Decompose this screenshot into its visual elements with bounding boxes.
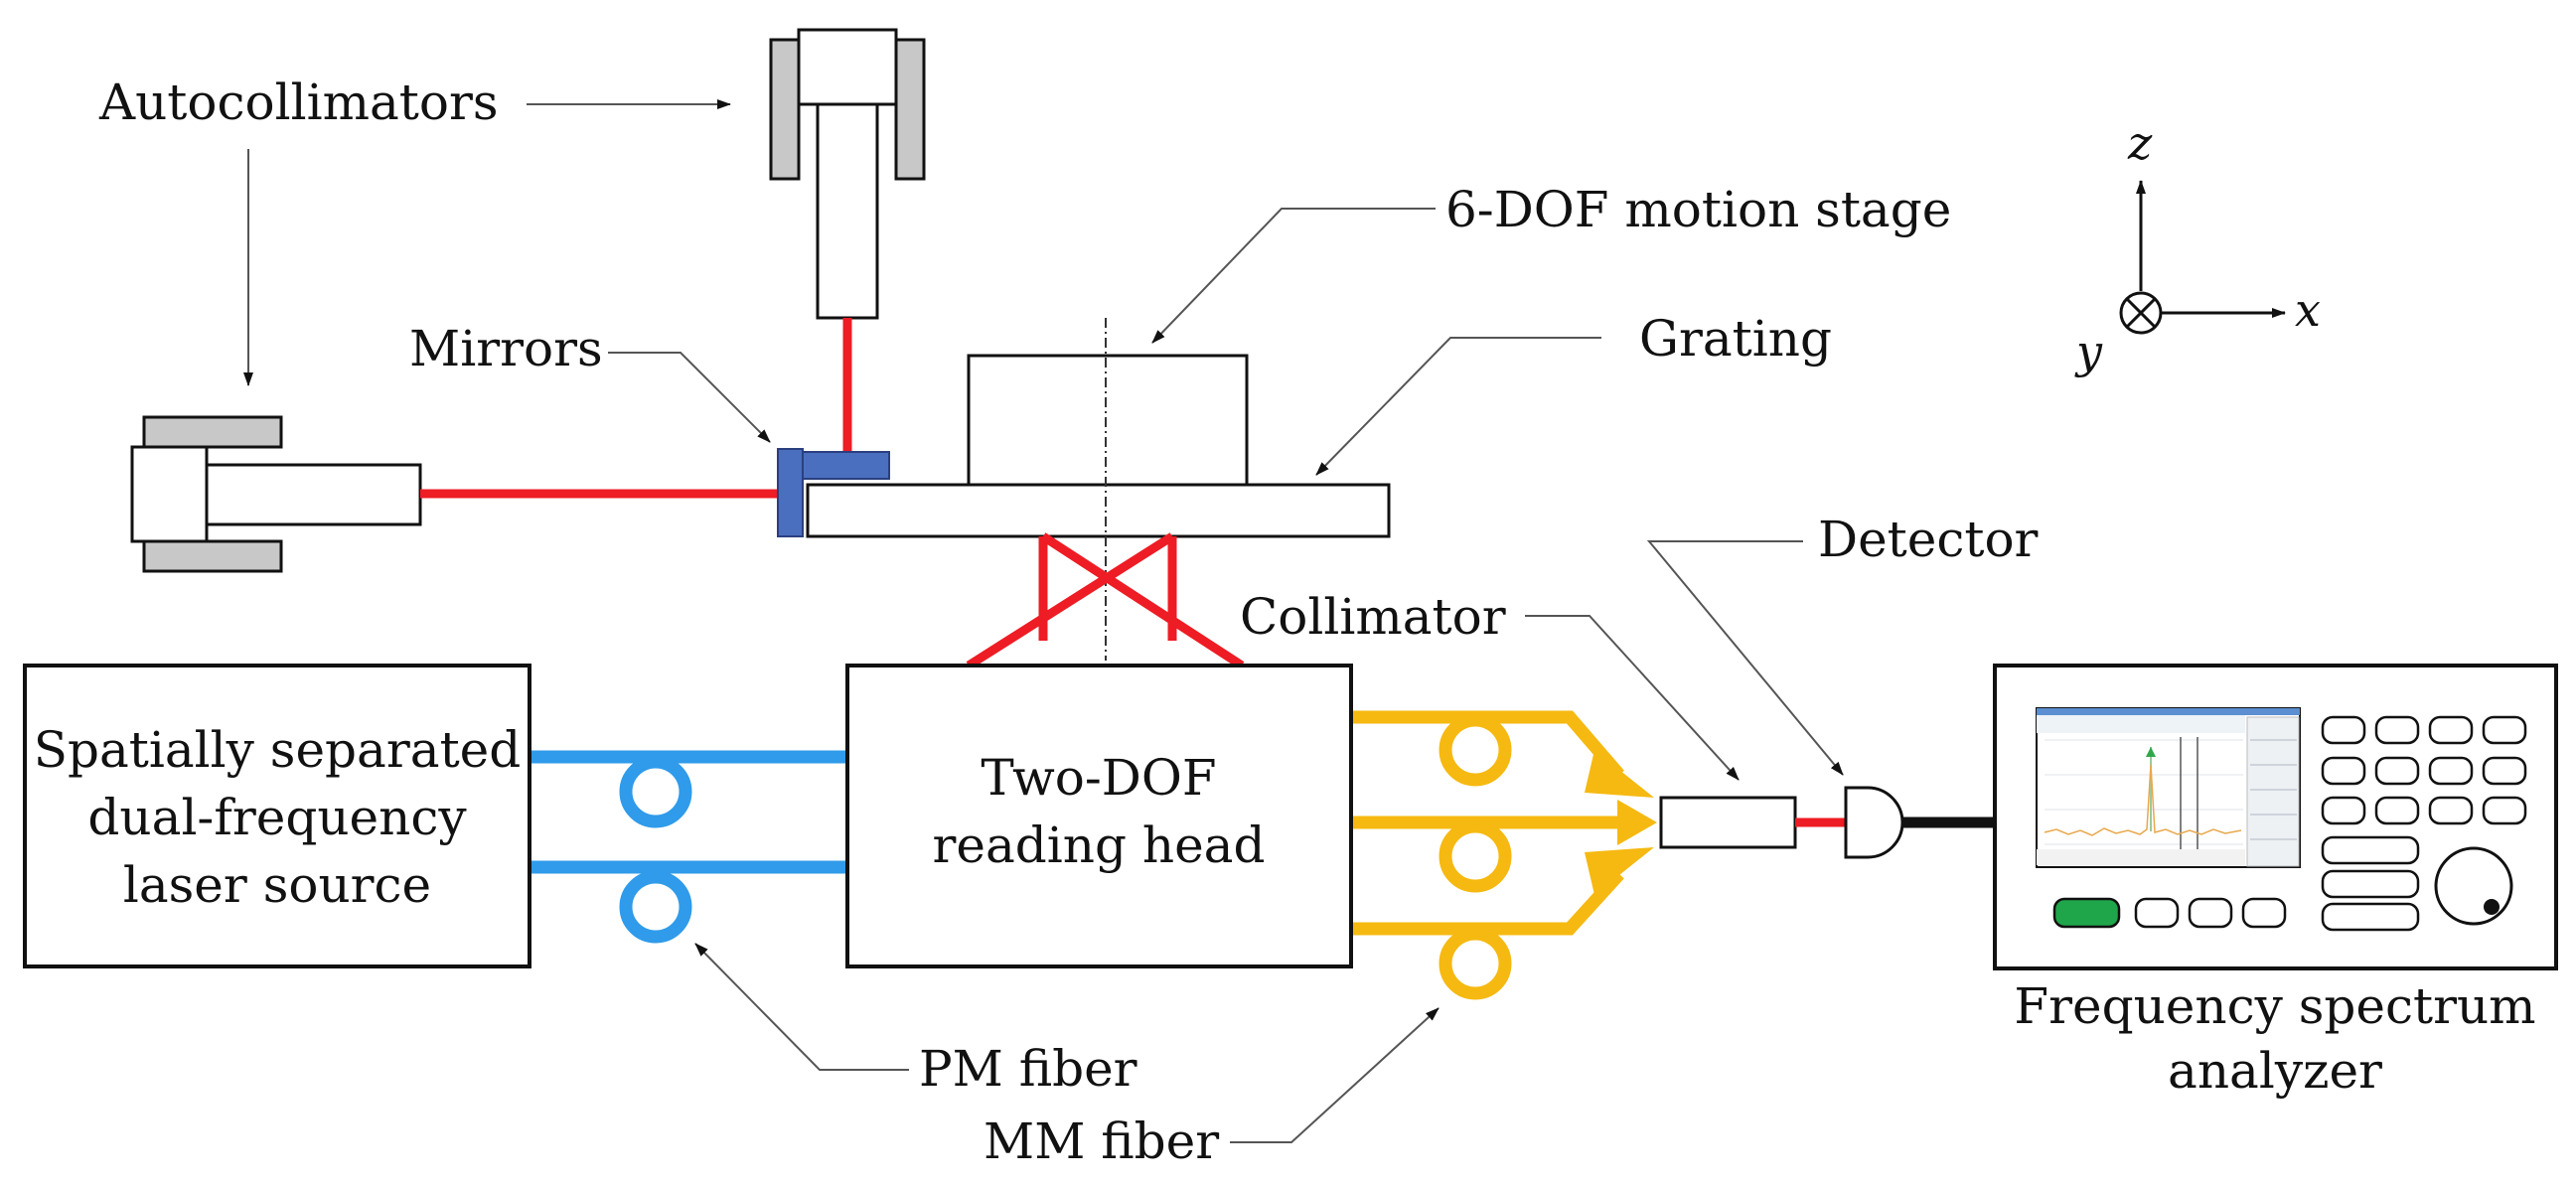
label-analyzer-line2: analyzer — [2168, 1042, 2382, 1100]
label-analyzer-line1: Frequency spectrum — [2014, 977, 2535, 1035]
label-laser-source-line2: dual-frequency — [87, 789, 467, 846]
label-collimator: Collimator — [1240, 588, 1506, 646]
autocollimator-horizontal — [130, 415, 422, 573]
label-autocollimators: Autocollimators — [98, 74, 499, 131]
detector — [1844, 786, 1904, 859]
axis-z-label: z — [2127, 116, 2153, 170]
mm-fiber-arrowheads — [1585, 750, 1657, 895]
reading-head-box — [845, 664, 1353, 968]
mm-fiber-lines — [1351, 710, 1624, 1000]
laser-source-box — [23, 664, 531, 968]
mirrors — [777, 448, 890, 537]
motion-stage — [967, 354, 1249, 487]
label-laser-source-line3: laser source — [123, 856, 431, 914]
collimator — [1659, 796, 1797, 849]
label-pm-fiber: PM fiber — [919, 1040, 1137, 1098]
grating — [806, 483, 1391, 538]
axis-y-label: y — [2074, 325, 2103, 378]
analyzer-knob — [2434, 846, 2513, 926]
coordinate-axes: z x y — [2074, 116, 2321, 378]
label-grating: Grating — [1639, 310, 1832, 368]
axis-x-label: x — [2295, 283, 2321, 337]
measurement-beams — [966, 532, 1245, 669]
label-mm-fiber: MM fiber — [984, 1113, 1219, 1170]
power-button — [2052, 897, 2121, 929]
label-motion-stage: 6-DOF motion stage — [1445, 181, 1951, 238]
spectrum-analyzer — [1993, 664, 2558, 970]
label-mirrors: Mirrors — [409, 320, 603, 377]
leader-lines — [243, 99, 1844, 1143]
spectrum-trace — [2044, 764, 2242, 836]
label-reading-head-line1: Two-DOF — [981, 749, 1216, 807]
label-detector: Detector — [1818, 511, 2039, 568]
label-reading-head-line2: reading head — [932, 816, 1265, 874]
autocollimator-vertical — [769, 28, 926, 320]
pm-fiber-lines — [530, 750, 847, 944]
label-laser-source-line1: Spatially separated — [34, 721, 522, 779]
